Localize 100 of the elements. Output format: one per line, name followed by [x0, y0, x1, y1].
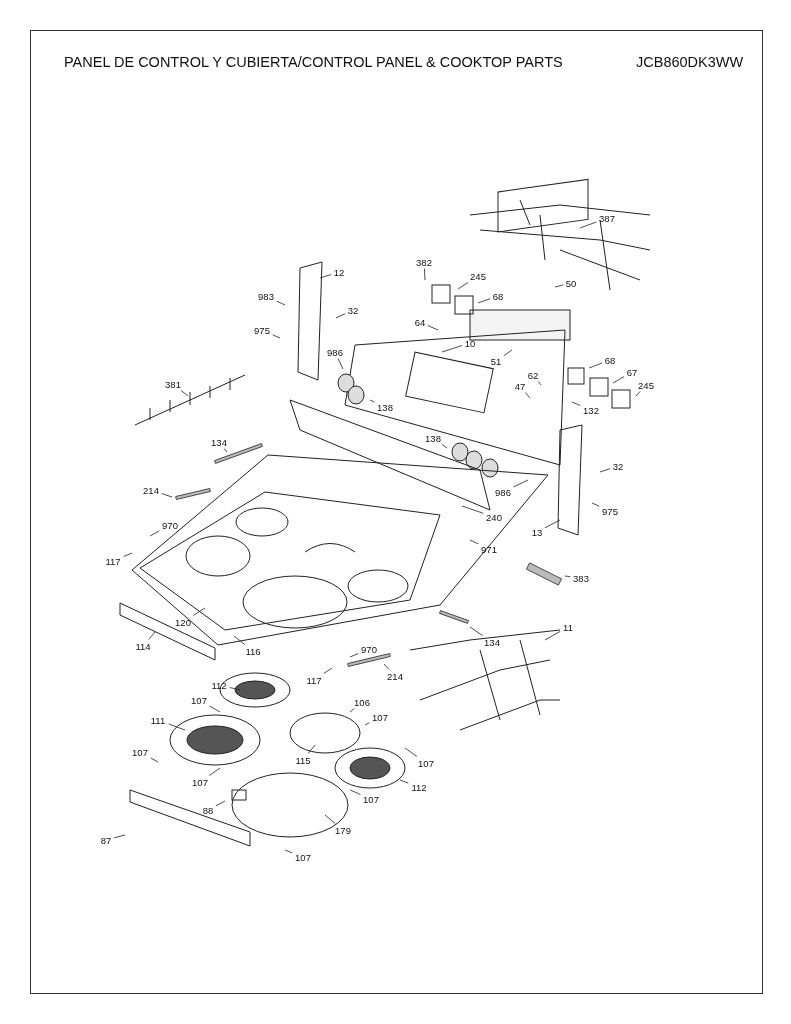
callout-number: 117 — [306, 674, 322, 686]
callout-number: 134 — [211, 436, 227, 448]
leader-line — [150, 757, 159, 763]
leader-line — [591, 502, 600, 507]
leader-line — [537, 381, 542, 386]
callout-number: 107 — [363, 793, 379, 805]
callout-number: 107 — [418, 757, 434, 769]
callout-number: 112 — [411, 781, 427, 793]
leader-line — [349, 789, 361, 795]
callout-number: 138 — [377, 401, 393, 413]
leader-line — [404, 747, 418, 757]
leader-line — [223, 448, 228, 453]
leader-line — [229, 687, 241, 691]
leader-line — [307, 744, 316, 754]
callout-number: 107 — [372, 711, 388, 723]
callout-number: 245 — [470, 270, 486, 282]
callout-number: 107 — [295, 851, 311, 863]
callout-number: 179 — [335, 824, 351, 836]
callout-number: 11 — [563, 621, 573, 633]
diagram-title: PANEL DE CONTROL Y CUBIERTA/CONTROL PANEL & COOKTOP PARTS — [64, 54, 563, 70]
leader-line — [427, 325, 439, 331]
callout-number: 387 — [599, 212, 615, 224]
model-number: JCB860DK3WW — [636, 54, 744, 70]
leader-line — [544, 519, 561, 529]
callout-number: 138 — [425, 432, 441, 444]
leader-line — [364, 722, 370, 726]
callout-number: 12 — [333, 266, 345, 278]
callout-number: 114 — [135, 640, 151, 652]
callout-number: 47 — [514, 380, 526, 392]
leader-line — [369, 399, 375, 403]
leader-line — [457, 282, 469, 290]
callout-number: 68 — [604, 354, 616, 366]
callout-number: 971 — [481, 543, 497, 555]
leader-line — [503, 349, 513, 356]
leader-line — [319, 274, 332, 279]
callout-number: 68 — [492, 290, 504, 302]
leader-line — [571, 401, 581, 406]
leader-line — [469, 539, 479, 545]
callout-number: 116 — [245, 645, 261, 657]
leader-line — [192, 607, 206, 616]
leader-line — [612, 376, 625, 384]
callout-number: 51 — [490, 355, 502, 367]
leader-line — [635, 391, 641, 397]
callout-number: 970 — [361, 643, 377, 655]
callout-number: 986 — [495, 486, 511, 498]
leader-line — [525, 392, 531, 399]
leader-line — [441, 444, 448, 449]
leader-line — [554, 284, 564, 288]
callout-number: 240 — [486, 511, 502, 523]
callout-number: 214 — [387, 670, 403, 682]
leader-line — [276, 300, 286, 306]
leader-line — [513, 479, 529, 488]
leader-line — [383, 663, 390, 670]
leader-line — [209, 705, 221, 713]
callout-number: 134 — [484, 636, 500, 648]
leader-line — [324, 814, 336, 824]
callout-number: 975 — [254, 324, 270, 336]
leader-line — [335, 313, 346, 319]
callout-number: 975 — [602, 505, 618, 517]
callout-number: 117 — [105, 555, 121, 567]
callout-number: 382 — [416, 256, 432, 268]
leader-line — [599, 468, 611, 473]
callout-number: 10 — [464, 337, 476, 349]
leader-line — [461, 505, 484, 514]
callout-number: 132 — [583, 404, 599, 416]
callout-number: 88 — [202, 804, 214, 816]
leader-line — [180, 390, 189, 397]
leader-line — [337, 358, 344, 370]
callout-number: 115 — [295, 754, 311, 766]
callout-number: 107 — [132, 746, 148, 758]
leader-line — [233, 635, 246, 645]
leader-line — [323, 667, 333, 674]
leader-line — [208, 767, 221, 776]
callout-number: 120 — [175, 616, 191, 628]
leader-line — [215, 800, 226, 807]
leader-line — [113, 834, 126, 839]
callout-number: 383 — [573, 572, 589, 584]
callout-number: 112 — [211, 679, 227, 691]
callout-number: 381 — [165, 378, 181, 390]
leader-line — [579, 221, 597, 229]
callout-number: 67 — [626, 366, 638, 378]
leader-line — [399, 779, 409, 784]
callout-number: 64 — [414, 316, 426, 328]
leader-line — [564, 575, 571, 578]
leader-line — [149, 530, 160, 537]
leader-line — [477, 298, 491, 304]
leader-line — [349, 708, 355, 713]
callout-number: 107 — [192, 776, 208, 788]
callout-number: 983 — [258, 290, 274, 302]
callout-number: 50 — [565, 277, 577, 289]
callout-number: 986 — [327, 346, 343, 358]
leader-line — [424, 268, 426, 281]
callout-number: 970 — [162, 519, 178, 531]
callout-number: 214 — [143, 484, 159, 496]
callout-number: 32 — [347, 304, 359, 316]
leader-line — [272, 334, 281, 339]
callout-number: 245 — [638, 379, 654, 391]
leader-line — [284, 849, 293, 854]
callout-number: 62 — [527, 369, 539, 381]
callout-number: 13 — [531, 526, 543, 538]
